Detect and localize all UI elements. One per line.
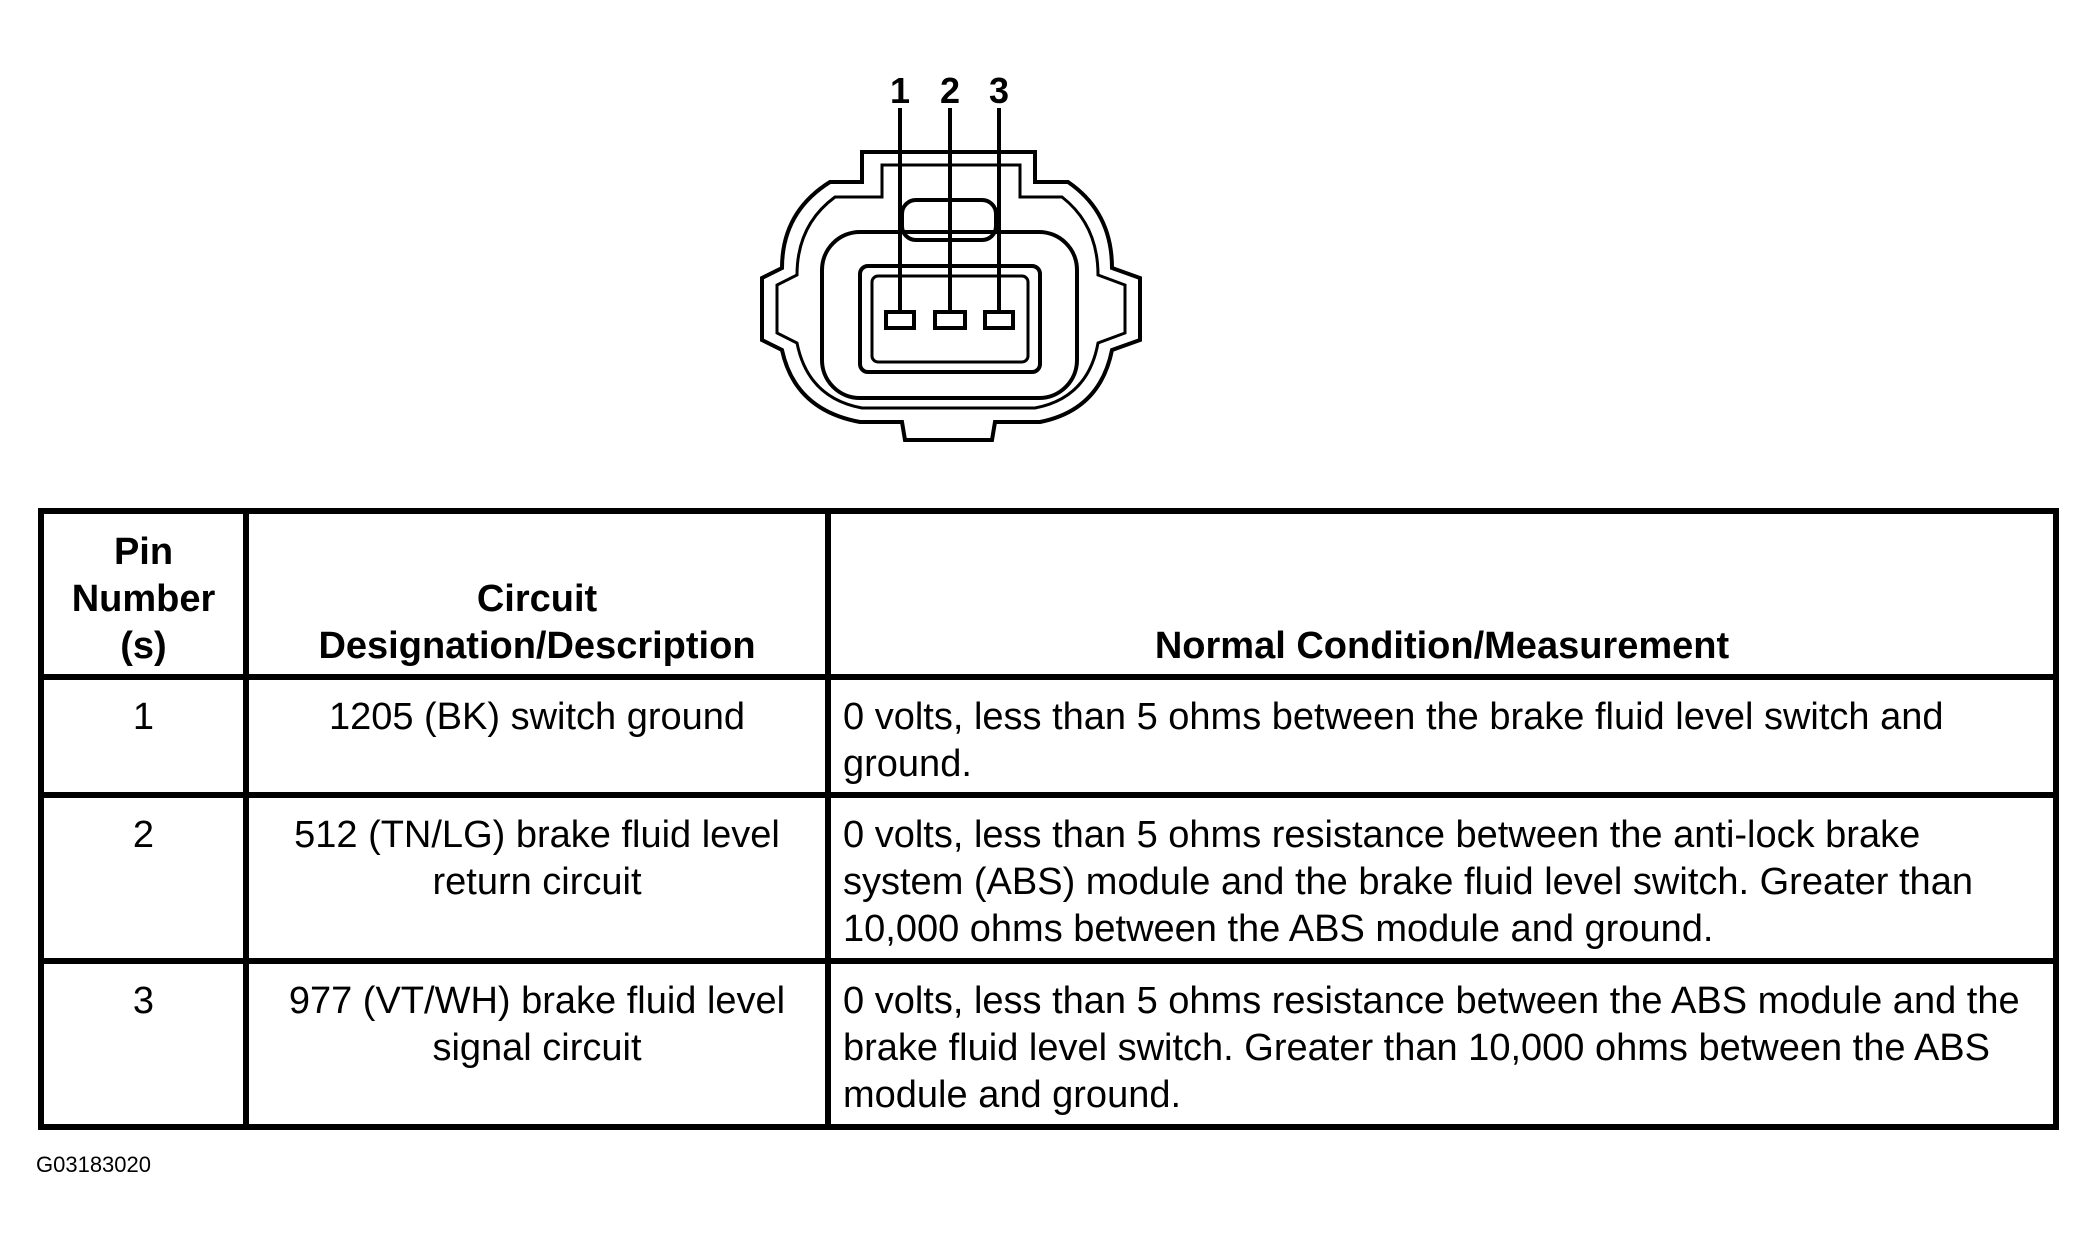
table-row: 3 977 (VT/WH) brake fluid level signal c… [38,958,2059,1130]
header-circuit: Circuit Designation/Description [243,508,831,680]
cell-measurement: 0 volts, less than 5 ohms resistance bet… [825,792,2059,964]
cell-pin: 3 [38,958,249,1130]
pin-table: Pin Number (s) Circuit Designation/Descr… [38,508,2059,1130]
cell-measurement: 0 volts, less than 5 ohms resistance bet… [825,958,2059,1130]
table-row: 2 512 (TN/LG) brake fluid level return c… [38,792,2059,964]
table-row: 1 1205 (BK) switch ground 0 volts, less … [38,674,2059,798]
terminal-2 [933,310,967,330]
pin-label-1: 1 [890,70,910,111]
pin-label-2: 2 [940,70,960,111]
header-circuit-line-1: Circuit [476,578,598,620]
cell-circuit: 977 (VT/WH) brake fluid level signal cir… [243,958,831,1130]
cell-measurement: 0 volts, less than 5 ohms between the br… [825,674,2059,798]
cell-pin: 2 [38,792,249,964]
terminal-1 [884,310,916,330]
cell-circuit: 1205 (BK) switch ground [243,674,831,798]
pin-label-3: 3 [989,70,1009,111]
connector-housing-inner-outline [775,163,1127,410]
table-header-row: Pin Number (s) Circuit Designation/Descr… [38,508,2059,680]
header-measurement: Normal Condition/Measurement [825,508,2059,680]
cell-pin: 1 [38,674,249,798]
header-pin-line-3: (s) [120,625,167,667]
figure-id: G03183020 [36,1152,151,1177]
header-pin-number: Pin Number (s) [38,508,249,680]
terminal-3 [983,310,1015,330]
header-pin-line-2: Number [71,578,216,620]
connector-housing-outer [760,150,1142,442]
header-pin-line-1: Pin [113,531,174,573]
cell-circuit: 512 (TN/LG) brake fluid level return cir… [243,792,831,964]
connector-diagram: 1 2 3 [760,70,1142,442]
header-circuit-line-2: Designation/Description [318,625,756,667]
